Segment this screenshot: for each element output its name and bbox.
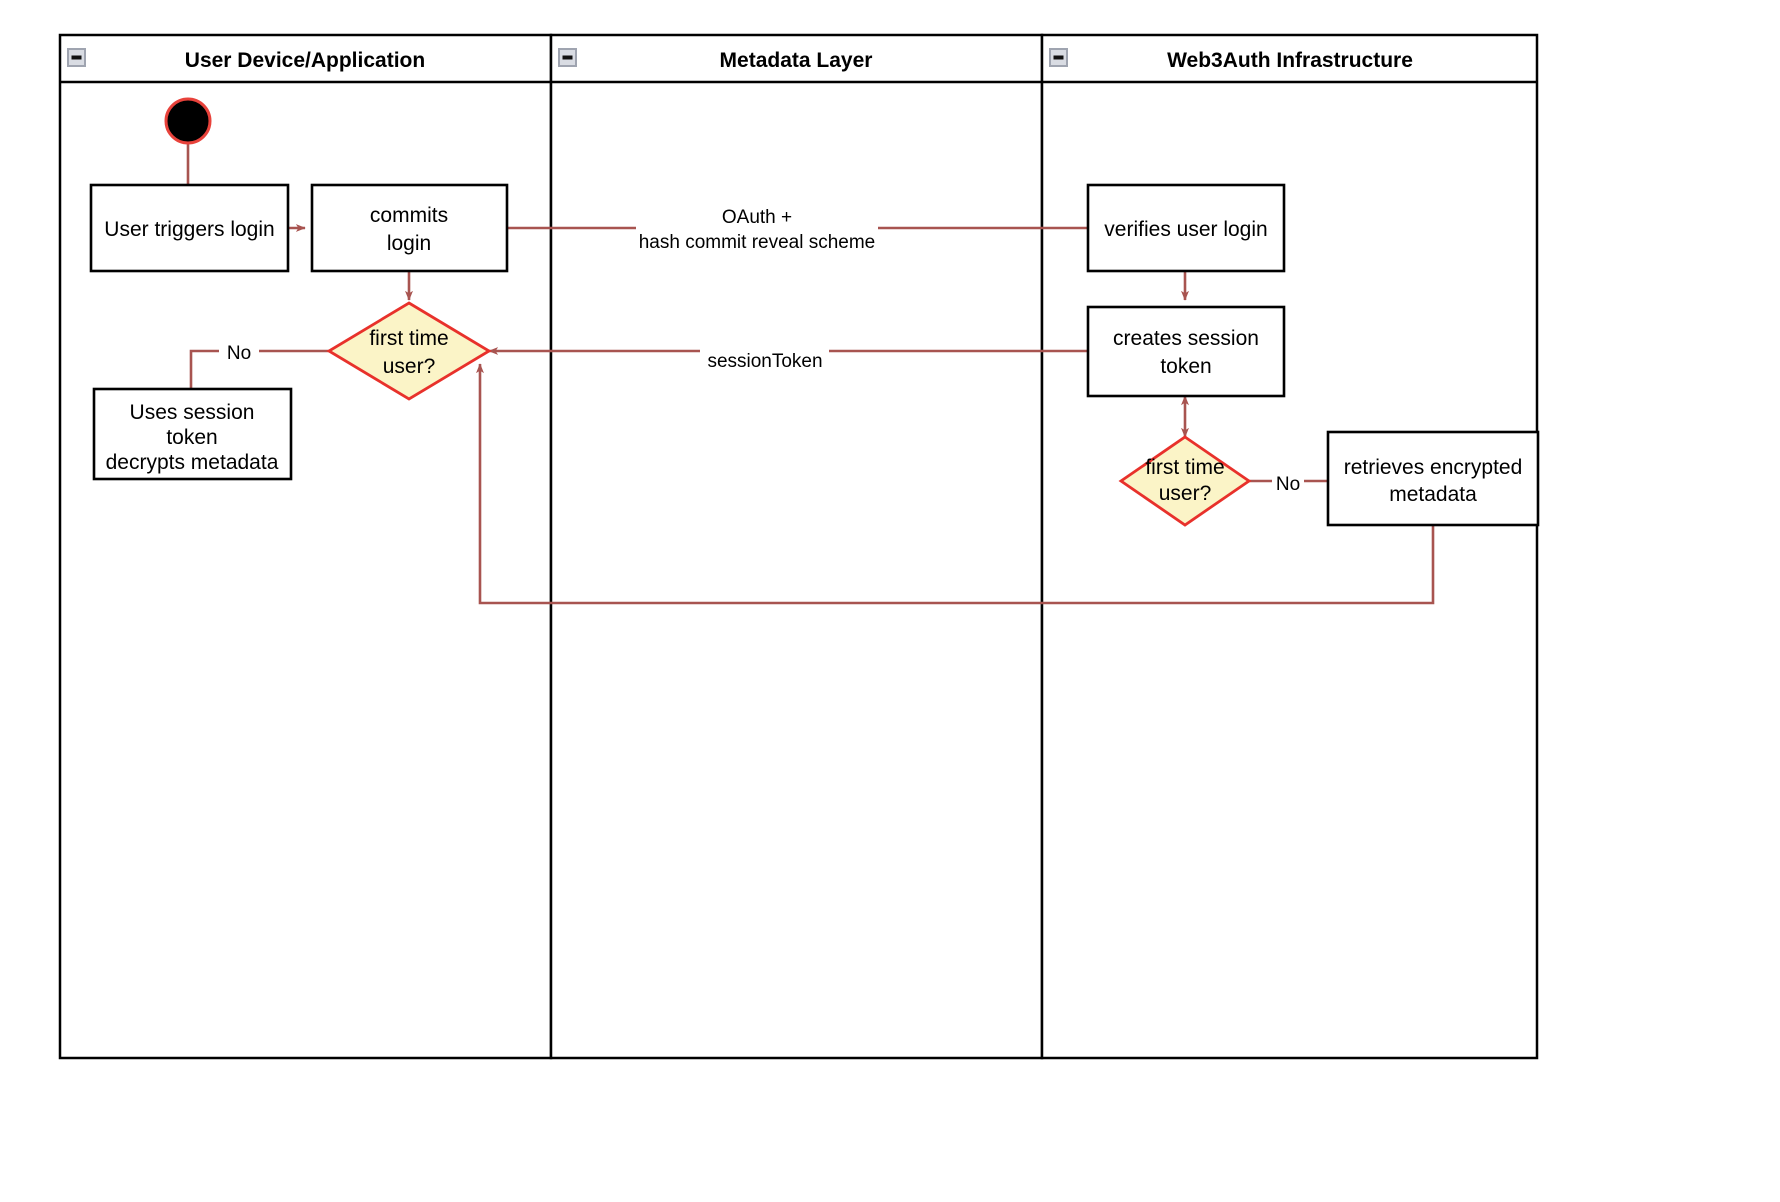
lane-body-metadata xyxy=(549,33,1044,1060)
decision-node-label-line1: first time xyxy=(369,327,448,350)
lane-title-metadata: Metadata Layer xyxy=(720,49,873,72)
action-node-user-triggers-login[interactable]: User triggers login xyxy=(89,183,290,273)
edge-label-session-token: sessionToken xyxy=(707,351,822,372)
action-node-uses-session-token[interactable]: Uses session token decrypts metadata xyxy=(92,387,293,481)
action-node-label-line1: Uses session xyxy=(130,401,255,424)
decision-node-label-line2: user? xyxy=(383,355,436,378)
minus-square-icon-bar xyxy=(562,55,573,60)
connectors xyxy=(186,143,1435,605)
action-node-label-line3: decrypts metadata xyxy=(106,451,279,474)
action-node-label-line2: token xyxy=(1160,355,1211,378)
swimlane-metadata-layer[interactable]: Metadata Layer xyxy=(549,33,1044,1060)
action-node-label-line1: creates session xyxy=(1113,327,1259,350)
decision-node-diamond xyxy=(1118,435,1252,527)
lane-title-user: User Device/Application xyxy=(185,49,425,72)
lane-title-web3auth: Web3Auth Infrastructure xyxy=(1167,49,1413,72)
minus-square-icon-bar xyxy=(1053,55,1064,60)
action-node-label: User triggers login xyxy=(104,218,274,241)
decision-node-first-time-user-right[interactable]: first time user? xyxy=(1118,435,1252,527)
edge-labels: OAuth + hash commit reveal scheme No ses… xyxy=(227,207,1300,495)
minus-square-icon-bar xyxy=(71,55,82,60)
edge-label-no-left: No xyxy=(227,343,251,364)
minus-square-icon[interactable] xyxy=(1049,48,1068,67)
action-node-box xyxy=(89,183,290,273)
edge-decision-left-no-h2 xyxy=(189,349,219,389)
minus-square-icon[interactable] xyxy=(67,48,86,67)
decision-node-label-line1: first time xyxy=(1145,456,1224,479)
action-node-box xyxy=(1326,430,1540,527)
action-node-label-line2: login xyxy=(387,232,431,255)
action-node-creates-session-token[interactable]: creates session token xyxy=(1086,305,1286,398)
action-node-label-line1: commits xyxy=(370,204,448,227)
action-node-label-line2: metadata xyxy=(1389,483,1477,506)
edge-label-oauth-line2: hash commit reveal scheme xyxy=(639,232,876,253)
minus-square-icon[interactable] xyxy=(558,48,577,67)
action-node-label-line2: token xyxy=(166,426,217,449)
action-node-verifies-user-login[interactable]: verifies user login xyxy=(1086,183,1286,273)
action-node-box xyxy=(92,387,293,481)
decision-node-diamond xyxy=(326,301,492,401)
decision-node-label-line2: user? xyxy=(1159,482,1212,505)
initial-node[interactable] xyxy=(164,97,212,145)
edge-label-oauth-line1: OAuth + xyxy=(722,207,792,228)
action-node-box xyxy=(1086,183,1286,273)
nodes: User triggers login commits login first … xyxy=(89,97,1540,527)
action-node-box xyxy=(310,183,509,273)
initial-node-circle xyxy=(164,97,212,145)
action-node-retrieves-encrypted-metadata[interactable]: retrieves encrypted metadata xyxy=(1326,430,1540,527)
action-node-box xyxy=(1086,305,1286,398)
action-node-commits-login[interactable]: commits login xyxy=(310,183,509,273)
action-node-label: verifies user login xyxy=(1104,218,1267,241)
decision-node-first-time-user-left[interactable]: first time user? xyxy=(326,301,492,401)
edge-retrieves-metadata-loop-back xyxy=(476,363,1435,605)
action-node-label-line1: retrieves encrypted xyxy=(1344,456,1523,479)
edge-label-no-right: No xyxy=(1276,474,1300,495)
